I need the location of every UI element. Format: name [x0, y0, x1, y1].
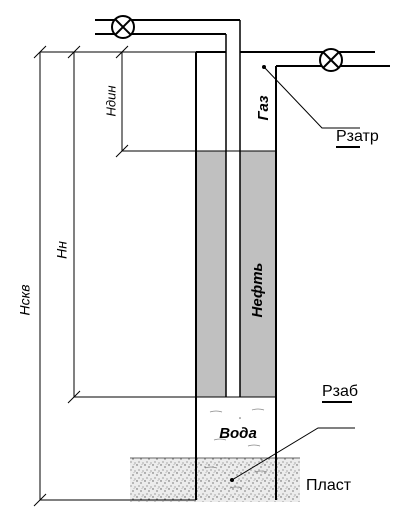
dimension-h-dynamic — [115, 45, 196, 158]
annulus-pressure-leader — [263, 66, 360, 129]
bottom-pressure-label: Рзаб — [322, 383, 358, 400]
h-oil-label: Нн — [54, 241, 70, 259]
formation-layer — [130, 458, 300, 502]
h-well-label: Нскв — [17, 284, 33, 315]
oil-label: Нефть — [249, 262, 266, 317]
valve-icon[interactable] — [319, 48, 343, 72]
oil-column-left — [196, 151, 226, 397]
tubing-gap — [226, 151, 240, 397]
water-dots — [224, 417, 263, 461]
oil-column-right — [240, 151, 276, 397]
bottom-pressure-leader — [231, 427, 355, 481]
dimension-h-oil — [67, 45, 196, 404]
dimension-h-well — [33, 45, 196, 507]
water-label: Вода — [219, 425, 257, 442]
h-dynamic-label: Ндин — [103, 86, 118, 117]
valve-icon[interactable] — [111, 15, 135, 39]
water-hatching — [204, 408, 268, 489]
formation-label: Пласт — [306, 477, 352, 494]
gas-label: Газ — [255, 95, 272, 120]
annulus-pressure-label: Рзатр — [336, 128, 379, 145]
